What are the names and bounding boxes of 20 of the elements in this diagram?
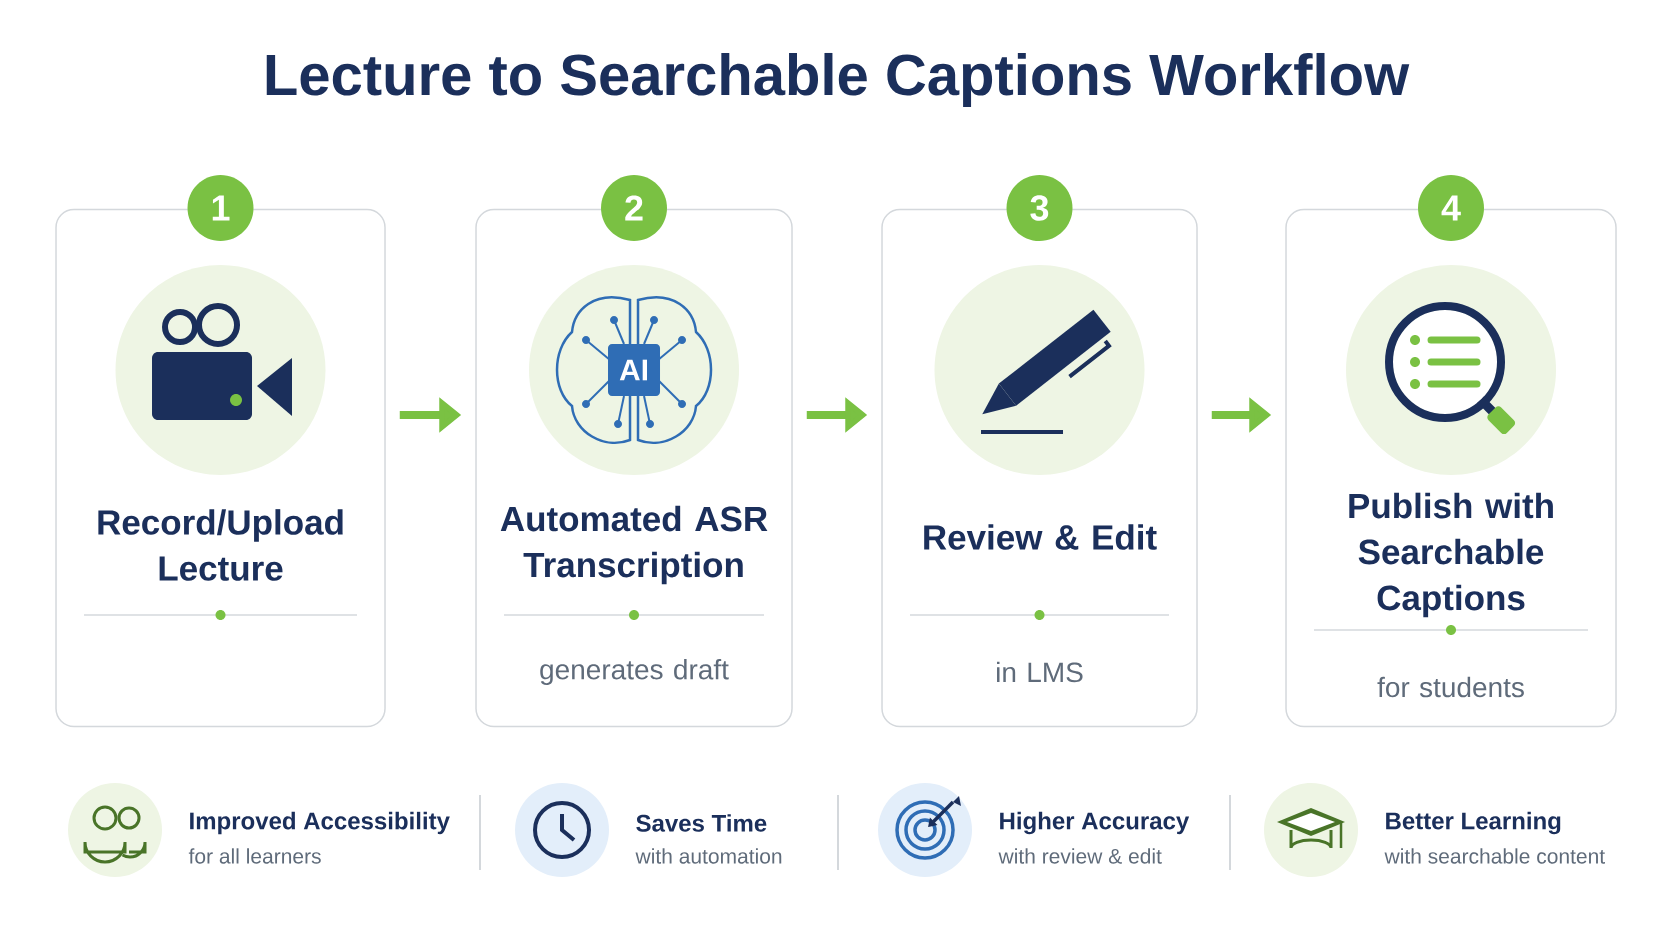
benefit-text: with searchable content (1384, 848, 1605, 864)
step-heading: Review & Edit (924, 524, 1157, 550)
step-description: for students (1377, 676, 1524, 698)
step-number: 4 (1418, 175, 1484, 241)
step-description: in LMS (997, 661, 1083, 683)
title: Lecture to Searchable Captions Workflow (266, 52, 1410, 107)
step-number: 2 (601, 175, 667, 241)
step-description: generates draft (540, 658, 729, 686)
benefit-title: Better Learning (1386, 811, 1561, 835)
benefit-title: Saves Time (636, 814, 767, 832)
benefit-text: for all learners (188, 848, 321, 864)
benefit-text: with automation (635, 848, 782, 864)
benefit-title: Improved Accessibility (190, 811, 450, 835)
step-number: 1 (187, 175, 254, 241)
step-heading: Record/Upload Lecture (98, 509, 343, 581)
benefit-title: Higher Accuracy (1000, 811, 1190, 835)
benefit-text: with review & edit (998, 848, 1162, 864)
step-number: 3 (1006, 175, 1073, 241)
step-heading: Publish with Searchable Captions (1349, 492, 1553, 618)
step-heading: Automated ASR Transcription (500, 505, 768, 585)
